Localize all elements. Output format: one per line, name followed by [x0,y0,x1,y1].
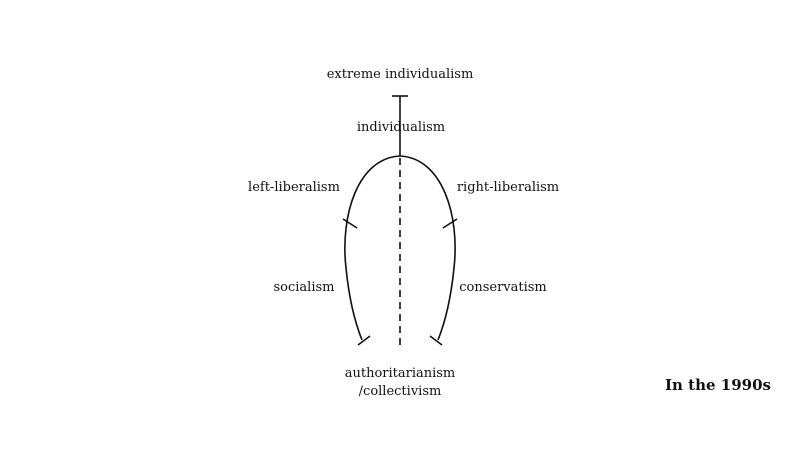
right-mid-tick [442,218,458,229]
label-left-liberalism: left-liberalism [248,180,340,195]
label-extreme-individualism: extreme individualism [327,67,474,82]
left-arc [344,155,401,341]
label-conservatism: conservatism [459,280,547,295]
right-arc [399,155,456,341]
label-authoritarianism: authoritarianism [345,366,456,381]
left-bottom-tick [357,335,371,346]
label-socialism: socialism [273,280,334,295]
label-collectivism: /collectivism [359,384,442,399]
label-individualism: individualism [357,120,445,135]
left-mid-tick [342,218,358,229]
caption-era: In the 1990s [665,376,771,394]
label-right-liberalism: right-liberalism [457,180,559,195]
right-bottom-tick [429,335,443,346]
